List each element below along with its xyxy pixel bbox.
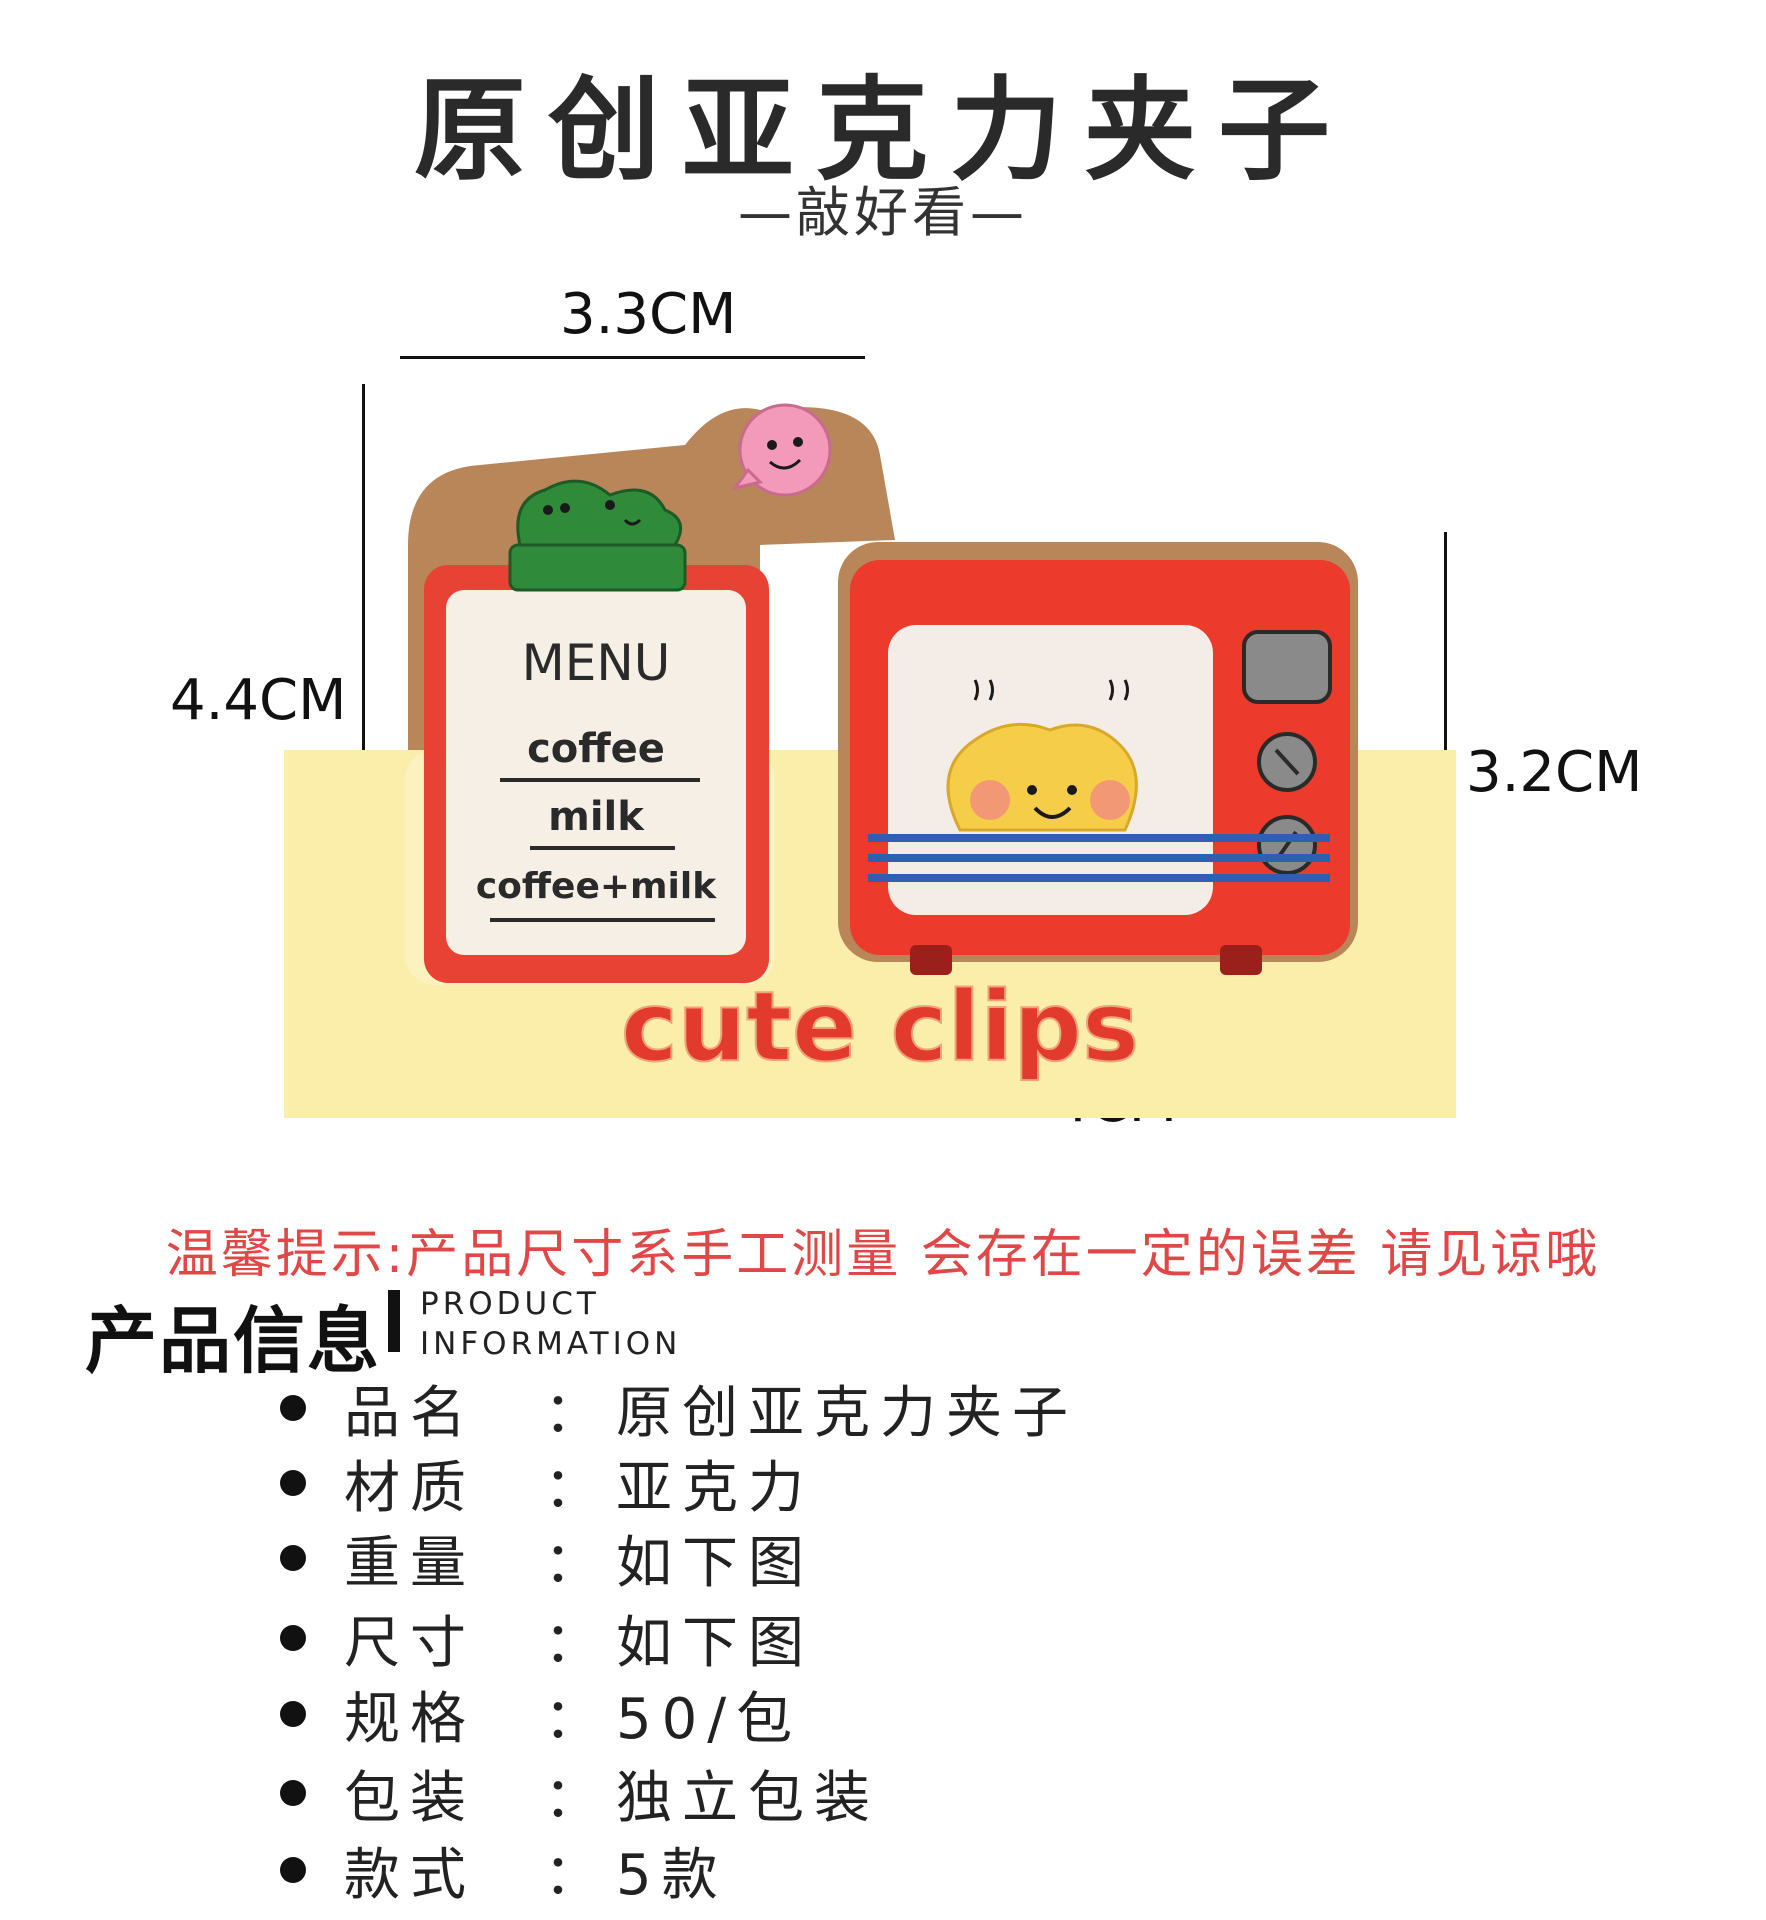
spec-label: 重量 [344,1530,476,1596]
dimension-left-height: 4.4CM [170,668,347,733]
info-heading-en-line1: PRODUCT [420,1286,600,1322]
spec-row-name: 品名： 原创亚克力夹子 [280,1368,1078,1448]
dimension-right-height: 3.2CM [1466,740,1643,805]
page-subtitle: —敲好看— [738,181,1028,244]
frog-clip-icon [508,479,687,592]
spec-label: 尺寸 [344,1610,476,1676]
bullet-icon [280,1625,306,1651]
info-heading: 产品信息 [85,1299,382,1383]
spec-value: 5款 [616,1842,728,1908]
dimension-line-left [362,384,365,1014]
measurement-notice: 温馨提示:产品尺寸系手工测量 会存在一定的误差 请见谅哦 [165,1225,1601,1285]
menu-item-coffee: coffee [527,726,665,772]
bullet-icon [280,1545,306,1571]
bread-character-icon [946,679,1138,832]
dimension-line-top [400,356,865,359]
menu-board: MENU coffee milk coffee+milk [424,565,769,983]
product-photo: MENU coffee milk coffee+milk [284,403,1456,1118]
bullet-icon [280,1395,306,1421]
bullet-icon [280,1470,306,1496]
info-heading-divider [388,1290,400,1352]
dimension-top-width: 3.3CM [560,282,737,347]
spec-value: 亚克力 [616,1455,814,1521]
spec-value: 50/包 [616,1686,803,1752]
spec-label: 包装 [344,1765,476,1831]
spec-row-packaging: 包装： 独立包装 [280,1753,880,1833]
spec-row-style: 款式： 5款 [280,1830,728,1910]
info-heading-en-line2: INFORMATION [420,1326,682,1362]
spec-row-material: 材质： 亚克力 [280,1443,814,1523]
menu-item-coffee-milk: coffee+milk [476,866,717,907]
spec-label: 款式 [344,1842,476,1908]
spec-label: 规格 [344,1686,476,1752]
bullet-icon [280,1857,306,1883]
bullet-icon [280,1701,306,1727]
spec-label: 品名 [344,1380,476,1446]
spec-value: 独立包装 [616,1765,880,1831]
spec-row-spec: 规格： 50/包 [280,1674,802,1754]
bullet-icon [280,1780,306,1806]
speech-bubble-icon [731,403,832,497]
menu-item-milk: milk [548,794,645,840]
spec-value: 原创亚克力夹子 [616,1380,1078,1446]
page-title: 原创亚克力夹子 [414,66,1352,196]
info-heading-en: PRODUCT INFORMATION [420,1284,681,1364]
spec-value: 如下图 [616,1610,814,1676]
spec-row-weight: 重量： 如下图 [280,1518,814,1598]
spec-row-size: 尺寸： 如下图 [280,1598,814,1678]
card-caption: cute clips [621,971,1139,1083]
spec-value: 如下图 [616,1530,814,1596]
menu-title: MENU [522,634,671,692]
spec-label: 材质 [344,1455,476,1521]
